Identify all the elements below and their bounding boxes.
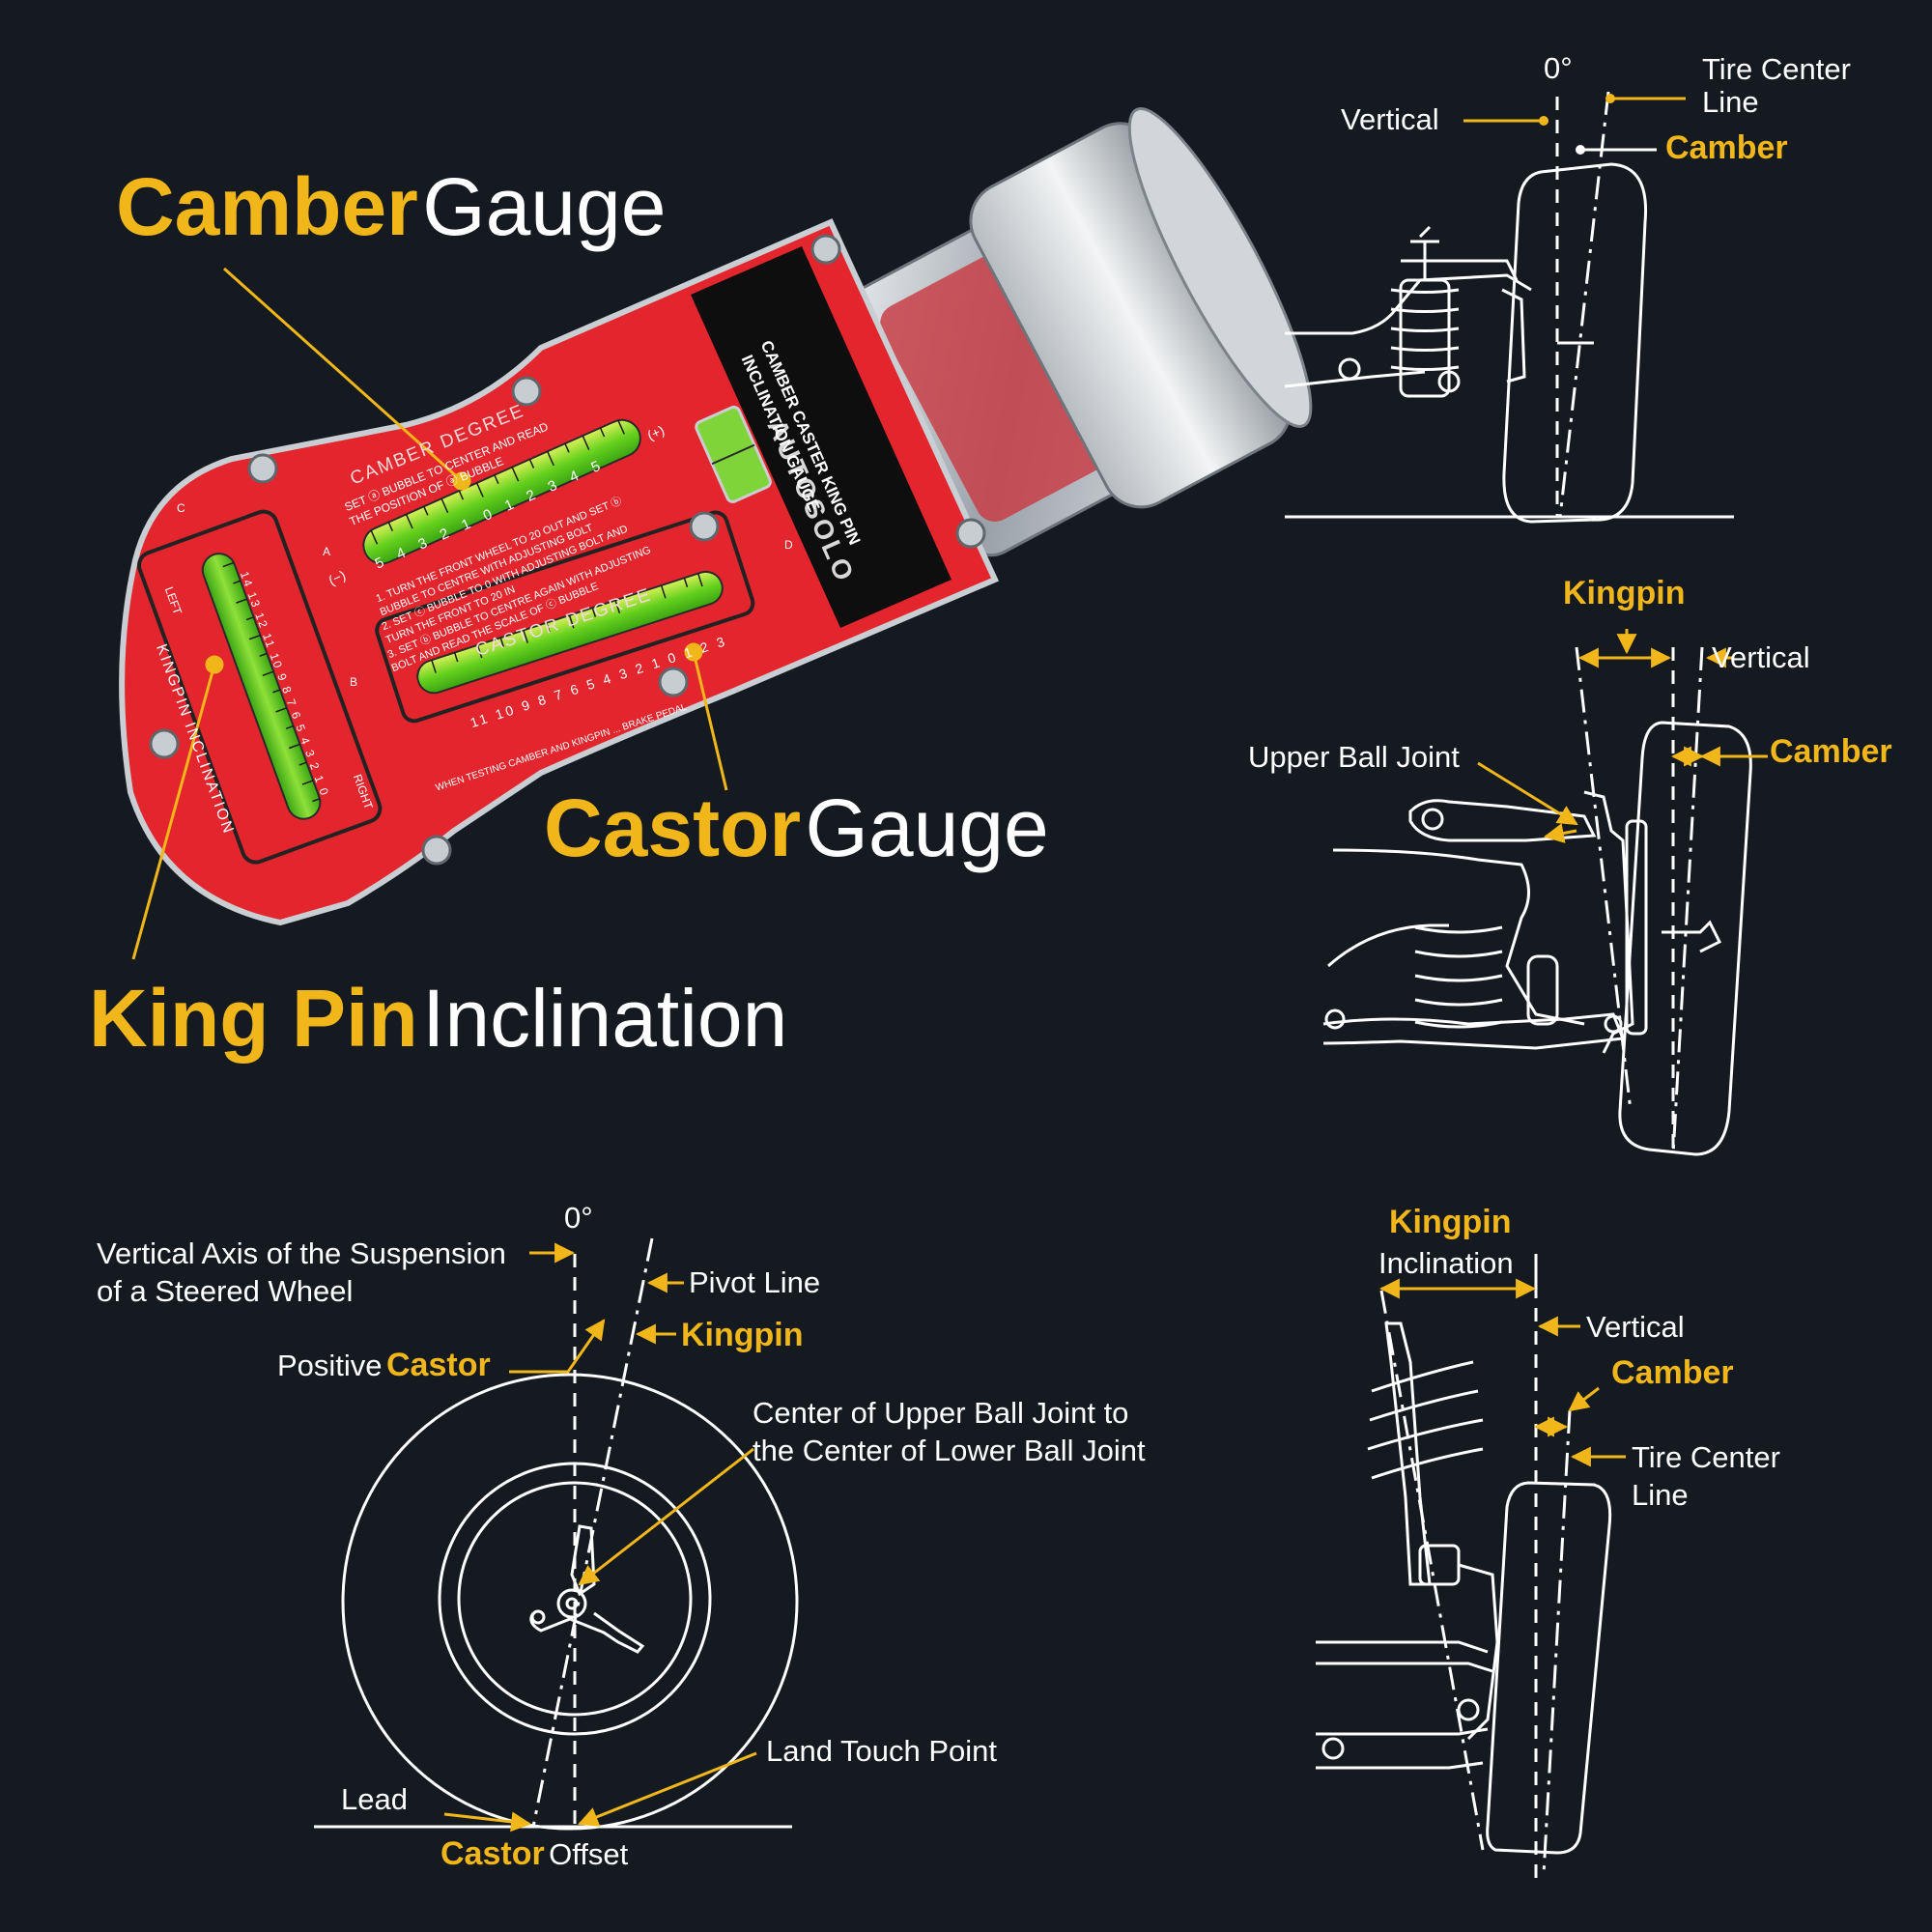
p3-offset: Offset xyxy=(549,1837,629,1871)
gauge-marker-a: A xyxy=(323,545,331,558)
castor-diagram-leaders xyxy=(443,1242,757,1833)
p3-vertical-axis-1: Vertical Axis of the Suspension xyxy=(97,1236,506,1270)
gauge-marker-c: C xyxy=(177,501,185,515)
p1-camber: Camber xyxy=(1665,129,1788,166)
camber-gauge-rest: Gauge xyxy=(422,161,667,252)
camber-diagram-leaders xyxy=(1463,97,1686,123)
p1-tire-center: Tire Center xyxy=(1702,52,1851,86)
camber-diagram-dots xyxy=(1539,94,1615,155)
castor-gauge-accent: Castor xyxy=(544,782,802,873)
p4-kingpin: Kingpin xyxy=(1389,1204,1512,1240)
gauge-callout-leaders xyxy=(131,267,728,960)
gauge-label-band xyxy=(691,246,952,628)
camber-gauge-accent: Camber xyxy=(116,161,418,252)
camber-diagram xyxy=(1284,91,1734,524)
p1-vertical: Vertical xyxy=(1341,102,1439,136)
castor-gauge-callout: Castor Gauge xyxy=(544,787,1049,868)
p3-castor: Castor xyxy=(386,1347,491,1383)
kpi-diagram-leaders xyxy=(1378,1254,1626,1467)
gauge-marker-b: B xyxy=(350,675,358,689)
p3-positive: Positive xyxy=(277,1349,383,1382)
p3-vertical-axis-2: of a Steered Wheel xyxy=(97,1274,354,1308)
p4-inclination: Inclination xyxy=(1378,1246,1514,1280)
p2-kingpin: Kingpin xyxy=(1563,575,1686,611)
castor-gauge-rest: Gauge xyxy=(805,782,1049,873)
kingpin-diagram-leaders xyxy=(1477,629,1768,843)
kpi-diagram xyxy=(1316,1285,1612,1879)
p3-pivot-line: Pivot Line xyxy=(689,1265,821,1299)
king-pin-accent: King Pin xyxy=(89,973,418,1064)
p3-lead: Lead xyxy=(341,1782,408,1816)
camber-vial xyxy=(362,418,641,565)
p3-castor-offset-accent: Castor xyxy=(440,1835,545,1872)
gauge-screws xyxy=(149,234,986,866)
p3-center-2: the Center of Lower Ball Joint xyxy=(753,1434,1146,1467)
p1-zero-degree: 0° xyxy=(1544,51,1573,85)
kingpin-diagram xyxy=(1322,646,1752,1156)
p1-tire-center-line: Line xyxy=(1702,85,1759,119)
p3-zero-degree: 0° xyxy=(564,1201,593,1235)
small-level xyxy=(695,405,772,503)
castor-vial xyxy=(375,510,755,724)
kingpin-vial xyxy=(137,509,383,865)
king-pin-callout: King Pin Inclination xyxy=(89,978,787,1059)
p4-tire-center-line: Line xyxy=(1632,1478,1689,1512)
p3-center-1: Center of Upper Ball Joint to xyxy=(753,1396,1129,1430)
p2-camber: Camber xyxy=(1770,733,1892,770)
camber-gauge-callout: Camber Gauge xyxy=(116,166,666,247)
p2-upper-ball-joint: Upper Ball Joint xyxy=(1248,740,1460,774)
p3-land-touch: Land Touch Point xyxy=(766,1734,998,1768)
king-pin-rest: Inclination xyxy=(422,973,788,1064)
p3-positive-castor: Positive Castor xyxy=(277,1349,491,1381)
castor-diagram xyxy=(314,1237,799,1831)
p4-tire-center: Tire Center xyxy=(1632,1440,1780,1474)
p4-camber: Camber xyxy=(1611,1354,1734,1391)
p3-kingpin: Kingpin xyxy=(681,1317,804,1353)
p3-castor-offset: Castor Offset xyxy=(440,1837,628,1870)
p4-vertical: Vertical xyxy=(1586,1310,1685,1344)
gauge-marker-d: D xyxy=(784,538,793,552)
gauge-product xyxy=(119,107,1313,926)
p2-vertical: Vertical xyxy=(1712,640,1810,674)
